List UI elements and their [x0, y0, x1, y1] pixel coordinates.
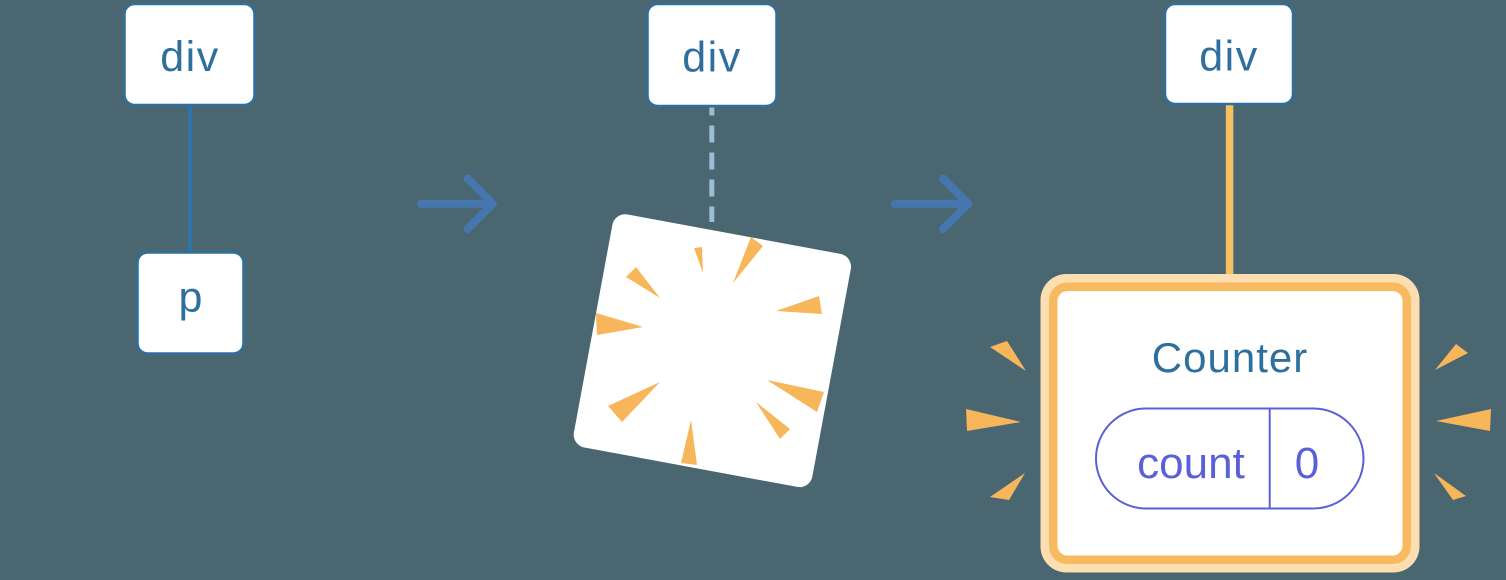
svg-text:count: count [1137, 439, 1245, 488]
svg-text:div: div [1199, 33, 1258, 81]
svg-text:div: div [160, 33, 219, 81]
svg-text:0: 0 [1295, 439, 1319, 488]
svg-text:div: div [682, 34, 741, 82]
svg-text:Counter: Counter [1152, 334, 1308, 381]
svg-text:p: p [179, 274, 203, 322]
